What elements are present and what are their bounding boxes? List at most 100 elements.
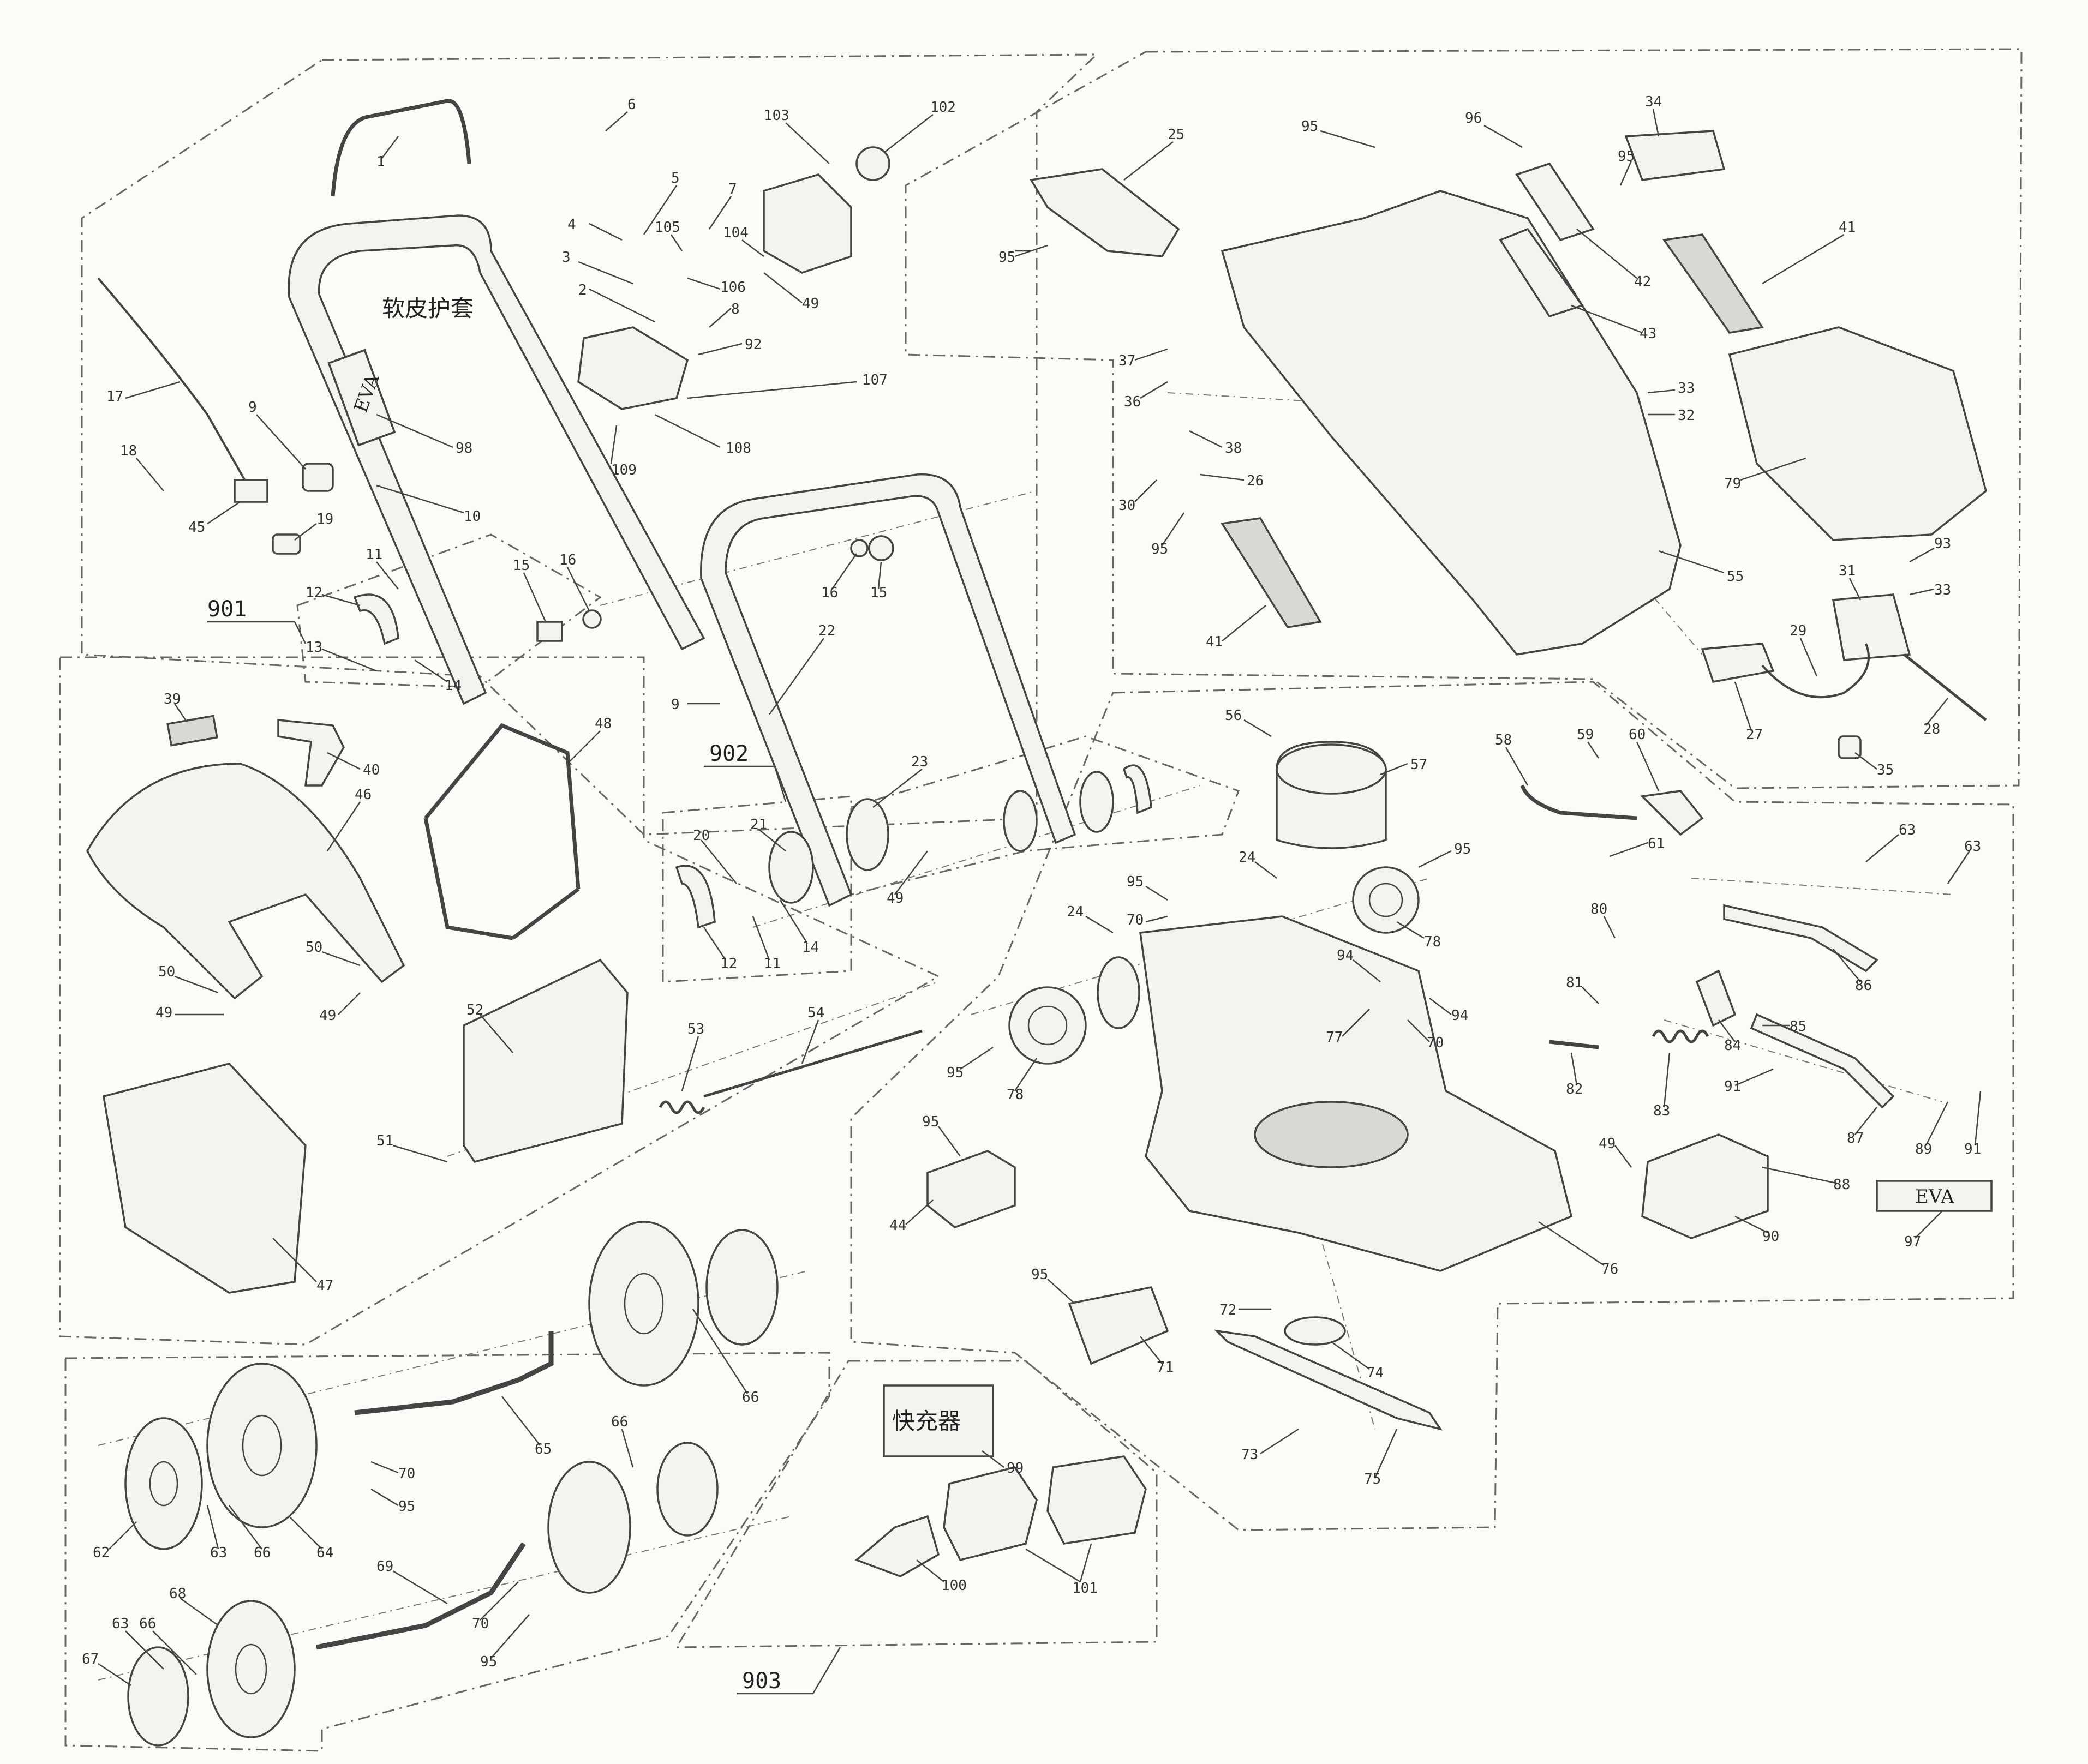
svg-text:24: 24 <box>1239 849 1255 866</box>
svg-text:81: 81 <box>1566 975 1583 991</box>
callout-107: 107 <box>687 372 888 399</box>
callout-87: 87 <box>1847 1107 1877 1147</box>
svg-text:95: 95 <box>1031 1267 1048 1283</box>
svg-text:42: 42 <box>1634 274 1651 290</box>
svg-text:55: 55 <box>1727 568 1744 585</box>
svg-text:88: 88 <box>1833 1177 1850 1193</box>
svg-text:24: 24 <box>1067 904 1084 920</box>
svg-text:79: 79 <box>1724 476 1741 492</box>
svg-text:29: 29 <box>1790 623 1806 639</box>
svg-text:39: 39 <box>164 691 181 707</box>
group-903-label: 903 <box>742 1669 781 1694</box>
callout-108: 108 <box>654 413 751 457</box>
callout-83: 83 <box>1653 1052 1670 1119</box>
svg-text:14: 14 <box>802 939 819 956</box>
svg-text:27: 27 <box>1746 727 1763 743</box>
svg-text:87: 87 <box>1847 1130 1864 1147</box>
callout-7: 7 <box>708 181 737 230</box>
svg-text:105: 105 <box>655 219 680 236</box>
svg-text:95: 95 <box>398 1498 415 1515</box>
callout-49e: 49 <box>1599 1136 1632 1168</box>
svg-text:38: 38 <box>1225 440 1242 457</box>
callout-94a: 94 <box>1337 947 1381 982</box>
callout-6: 6 <box>605 97 636 131</box>
axle-69-shape <box>316 1542 526 1650</box>
svg-text:70: 70 <box>472 1616 489 1632</box>
callout-36: 36 <box>1124 381 1168 410</box>
svg-text:9: 9 <box>248 399 257 416</box>
callout-66c: 66 <box>229 1505 271 1561</box>
callout-64: 64 <box>289 1516 333 1561</box>
callout-49b: 49 <box>887 850 928 907</box>
svg-text:45: 45 <box>188 519 205 536</box>
outline-deck-section <box>850 681 2014 1531</box>
svg-text:2: 2 <box>578 282 587 298</box>
svg-text:93: 93 <box>1934 536 1951 552</box>
group-901-label: 901 <box>207 597 247 622</box>
svg-text:98: 98 <box>456 440 472 457</box>
svg-text:37: 37 <box>1118 353 1135 369</box>
callout-100: 100 <box>916 1559 967 1594</box>
soft-sleeve-label: 软皮护套 <box>382 295 474 322</box>
callout-95j: 95 <box>370 1488 415 1515</box>
svg-text:52: 52 <box>466 1002 483 1018</box>
svg-text:19: 19 <box>316 511 333 527</box>
svg-text:78: 78 <box>1424 934 1441 950</box>
grille-41-lower-shape <box>1221 517 1322 628</box>
svg-text:15: 15 <box>513 557 530 574</box>
part-callouts: 1 6 5 4 7 105 104 103 102 3 106 49 2 8 9… <box>82 94 1981 1687</box>
svg-text:57: 57 <box>1410 757 1427 773</box>
svg-text:107: 107 <box>862 372 888 388</box>
callout-99: 99 <box>982 1450 1024 1477</box>
outline-bag-section <box>59 656 941 1346</box>
gear-78-right-shape <box>1352 866 1420 934</box>
eva-handle-box <box>327 349 396 447</box>
svg-text:54: 54 <box>807 1005 824 1021</box>
svg-text:48: 48 <box>595 716 612 732</box>
spring-53-shape <box>659 1100 705 1114</box>
clip-19-shape <box>272 533 301 555</box>
callout-82: 82 <box>1566 1052 1583 1097</box>
callout-89: 89 <box>1915 1101 1949 1157</box>
callout-71: 71 <box>1140 1336 1174 1376</box>
callout-76: 76 <box>1538 1221 1618 1277</box>
callout-95k: 95 <box>480 1614 530 1670</box>
callout-85: 85 <box>1762 1018 1806 1035</box>
svg-text:6: 6 <box>627 97 636 113</box>
callout-23: 23 <box>872 754 928 808</box>
callout-63b: 63 <box>1947 838 1981 884</box>
outline-deck-top-section <box>905 48 2023 789</box>
bracket-86-shape <box>1723 904 1878 973</box>
pin-82-shape <box>1549 1040 1599 1049</box>
svg-text:104: 104 <box>723 225 749 241</box>
lever-12-upper-shape <box>353 593 399 645</box>
text-labels: 软皮护套 EVA EVA 快充器 901 902 903 <box>207 295 1954 1694</box>
svg-text:59: 59 <box>1577 727 1594 743</box>
callout-15a: 15 <box>513 557 547 622</box>
bracket-87-shape <box>1750 1013 1895 1109</box>
callout-91b: 91 <box>1964 1090 1981 1157</box>
callout-63d: 63 <box>112 1616 164 1670</box>
callout-92: 92 <box>698 337 762 356</box>
callout-106: 106 <box>687 277 746 296</box>
disc-left-deck-shape <box>1097 956 1140 1029</box>
svg-text:12: 12 <box>306 585 322 601</box>
outline-group-902-right <box>851 735 1240 896</box>
svg-text:83: 83 <box>1653 1103 1670 1119</box>
outline-group-901 <box>296 533 602 688</box>
motor-57-top <box>1276 743 1387 795</box>
svg-text:103: 103 <box>764 107 789 124</box>
plug-60-shape <box>1640 790 1704 836</box>
callout-53: 53 <box>681 1021 704 1091</box>
callout-60: 60 <box>1629 727 1660 791</box>
svg-text:80: 80 <box>1590 901 1607 917</box>
svg-text:11: 11 <box>764 956 781 972</box>
callout-46: 46 <box>326 787 372 851</box>
svg-text:3: 3 <box>562 249 571 266</box>
vent-43-shape <box>1499 227 1584 318</box>
callout-31: 31 <box>1839 563 1862 601</box>
svg-text:33: 33 <box>1934 582 1951 598</box>
svg-text:43: 43 <box>1640 326 1656 342</box>
battery-cover-34-shape <box>1624 130 1726 181</box>
disc-21-shape <box>768 831 814 904</box>
